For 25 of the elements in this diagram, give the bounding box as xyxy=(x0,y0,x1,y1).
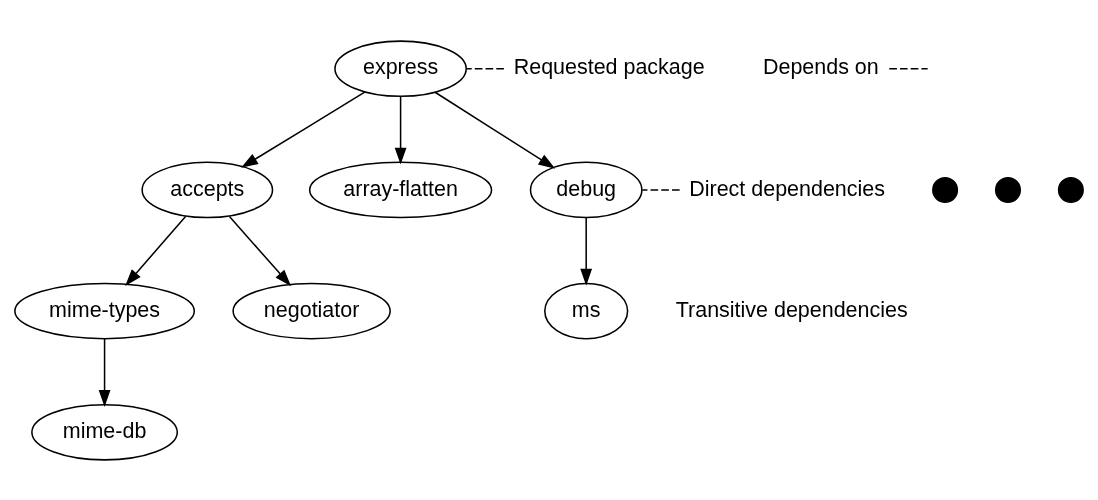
arrow xyxy=(394,95,407,165)
connector xyxy=(641,188,681,191)
node-text: Transitive dependencies xyxy=(675,297,908,322)
arrow xyxy=(241,90,366,168)
node-text: Depends on xyxy=(762,54,879,79)
node-circle xyxy=(1057,176,1084,203)
connector xyxy=(465,67,505,69)
node-ellipse: accepts xyxy=(141,161,274,218)
node-ellipse: negotiator xyxy=(232,282,391,339)
arrow xyxy=(434,91,556,169)
node-ellipse: ms xyxy=(544,282,629,339)
connector xyxy=(888,67,929,69)
node-ellipse: array-flatten xyxy=(308,161,493,218)
node-ellipse: mime-db xyxy=(31,403,179,461)
node-circle xyxy=(932,176,959,203)
arrow xyxy=(98,337,111,407)
node-circle xyxy=(994,176,1021,203)
node-text: Requested package xyxy=(513,54,705,79)
node-text: Direct dependencies xyxy=(689,176,885,201)
arrow xyxy=(228,215,292,286)
arrow xyxy=(580,216,593,286)
node-ellipse: express xyxy=(334,39,467,97)
node-ellipse: mime-types xyxy=(14,282,196,339)
arrow xyxy=(125,215,187,286)
node-ellipse: debug xyxy=(529,161,643,218)
